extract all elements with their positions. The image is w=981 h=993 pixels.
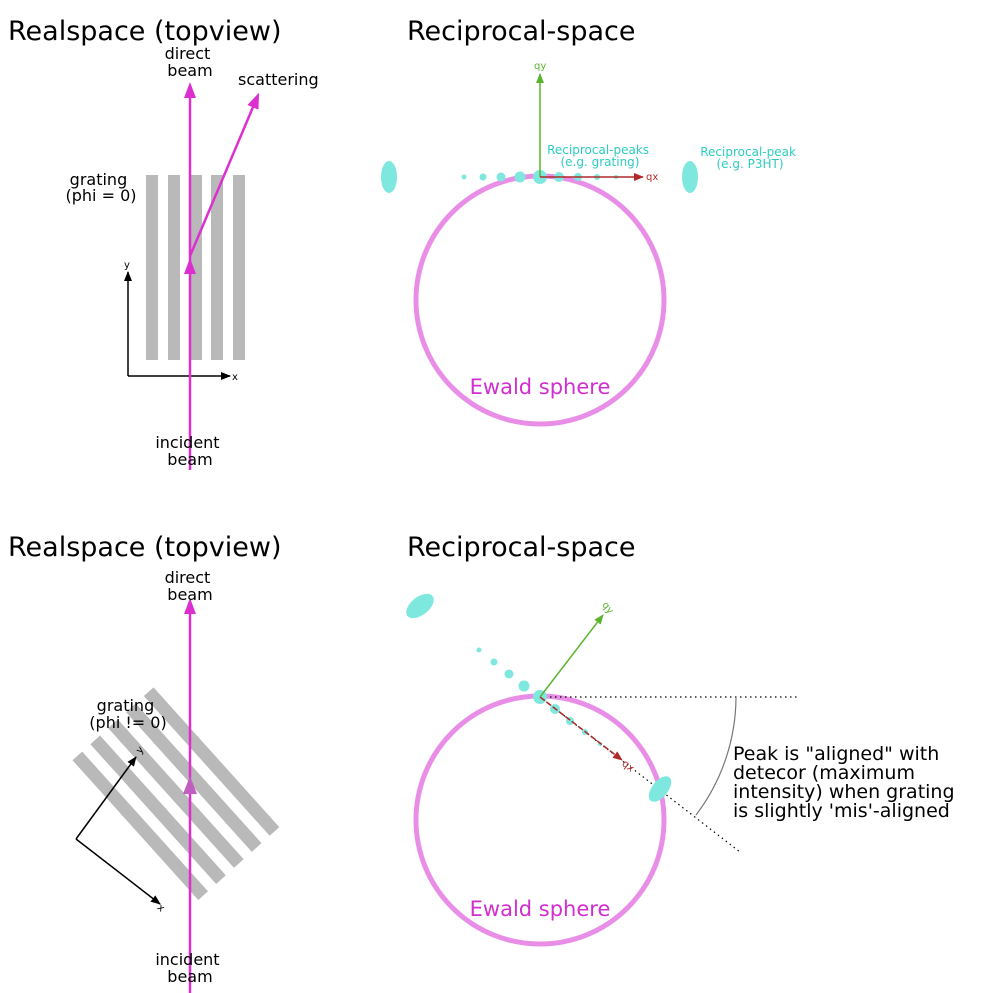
reciprocal-peak: [514, 171, 526, 183]
bottom-qx-axis: [539, 696, 623, 761]
top-ewald-label: Ewald sphere: [470, 375, 611, 399]
top-grating-label: grating (phi = 0): [66, 170, 137, 205]
top-qx-label: qx: [646, 172, 658, 183]
bottom-grating-label: grating (phi != 0): [89, 696, 166, 732]
axis-y-label: y: [134, 744, 146, 756]
bottom-realspace-panel: Realspace (topview) y x direct beam grat…: [8, 532, 281, 993]
reciprocal-peak: [496, 172, 506, 182]
reciprocal-peak: [476, 647, 482, 653]
reciprocal-peak: [518, 680, 530, 692]
top-grating: [146, 175, 245, 360]
bottom-direct-beam-label: direct beam: [165, 568, 216, 604]
bottom-reciprocal-title: Reciprocal-space: [407, 532, 636, 563]
reciprocal-peak-large: [406, 593, 434, 619]
grating-bar: [168, 175, 180, 360]
top-incident-beam-arrowhead: [184, 258, 196, 274]
bottom-peaks: [406, 593, 672, 802]
top-incident-beam-label: incident beam: [155, 433, 224, 469]
top-scattering-label: scattering: [238, 70, 319, 89]
grating-bar: [233, 175, 245, 360]
bottom-qx-label: qx: [620, 758, 637, 774]
reciprocal-peak-large: [682, 161, 698, 193]
reciprocal-peak: [461, 174, 467, 180]
grating-bar: [211, 175, 223, 360]
top-reciprocal-panel: Reciprocal-space Ewald sphere qy qx Reci…: [381, 16, 800, 427]
grating-bar: [108, 719, 244, 868]
top-reciprocal-title: Reciprocal-space: [407, 16, 636, 47]
top-real-axes: y x: [124, 260, 238, 383]
top-peaks: [381, 161, 698, 193]
top-qy-label: qy: [534, 61, 546, 72]
grating-bar: [190, 175, 202, 360]
bottom-real-axes: y x: [75, 744, 167, 915]
top-realspace-panel: Realspace (topview) y x direct beam scat…: [8, 16, 319, 470]
bottom-alignment-note: Peak is "aligned" with detecor (maximum …: [733, 743, 961, 822]
top-peaks-label: Reciprocal-peaks (e.g. grating): [547, 143, 653, 169]
angle-arc: [695, 696, 737, 816]
grating-bar: [143, 687, 280, 836]
axis-y-label: y: [124, 260, 130, 271]
grating-bar: [72, 751, 208, 901]
y-axis-arrow: [75, 756, 137, 840]
reciprocal-peak-large: [381, 161, 397, 193]
reciprocal-peak: [479, 173, 487, 181]
bottom-reciprocal-panel: Reciprocal-space Ewald sphere qx qy Peak…: [406, 532, 961, 947]
top-scattering-arrow: [188, 92, 260, 257]
bottom-qy-label: qy: [599, 600, 615, 617]
reciprocal-peak: [490, 658, 498, 666]
top-realspace-title: Realspace (topview): [8, 16, 281, 47]
bottom-realspace-title: Realspace (topview): [8, 532, 281, 563]
bottom-qy-axis: [539, 614, 604, 698]
x-axis-arrow: [75, 838, 161, 905]
top-direct-beam-label: direct beam: [165, 44, 216, 80]
top-peak-label: Reciprocal-peak (e.g. P3HT): [700, 145, 800, 171]
axis-x-label: x: [232, 372, 238, 383]
grating-bar: [146, 175, 158, 360]
bottom-ewald-label: Ewald sphere: [470, 897, 611, 921]
reciprocal-peak-large: [648, 776, 672, 802]
axis-x-label: x: [155, 902, 167, 914]
bottom-incident-beam-arrowhead: [183, 776, 197, 794]
bottom-incident-beam-label: incident beam: [155, 950, 224, 986]
grating-bar: [126, 703, 262, 852]
reciprocal-peak: [504, 669, 514, 679]
rotated-reference-line: [539, 696, 741, 853]
